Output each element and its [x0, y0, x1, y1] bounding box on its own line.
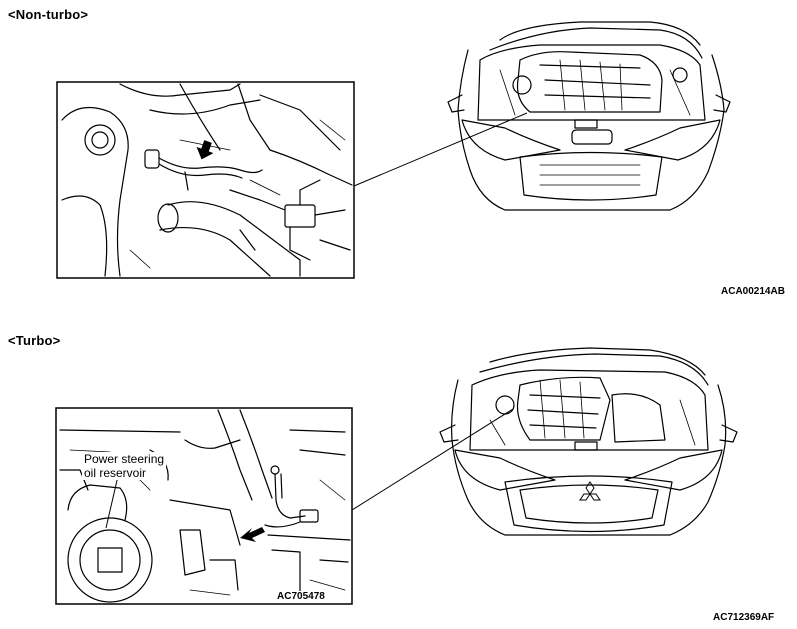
non-turbo-inset — [56, 81, 355, 279]
turbo-heading: <Turbo> — [8, 333, 61, 348]
non-turbo-heading: <Non-turbo> — [8, 7, 89, 22]
turbo-engine-detail — [489, 379, 696, 446]
non-turbo-car-front — [447, 21, 731, 211]
turbo-inset — [55, 407, 353, 605]
turbo-car-front — [439, 347, 738, 536]
turbo-arrow-icon — [240, 527, 265, 542]
turbo-inset-code: AC705478 — [276, 591, 326, 602]
turbo-leader-line — [351, 408, 514, 511]
turbo-figure-code: AC712369AF — [713, 612, 775, 623]
reservoir-leader-line — [105, 475, 119, 529]
three-diamond-emblem-icon — [579, 481, 601, 501]
power-steering-reservoir-label: Power steering oil reservoir — [82, 452, 167, 480]
non-turbo-arrow-icon — [196, 140, 214, 160]
non-turbo-leader-line — [353, 112, 528, 187]
non-turbo-engine-detail — [499, 59, 691, 186]
non-turbo-figure-code: ACA00214AB — [721, 286, 785, 297]
